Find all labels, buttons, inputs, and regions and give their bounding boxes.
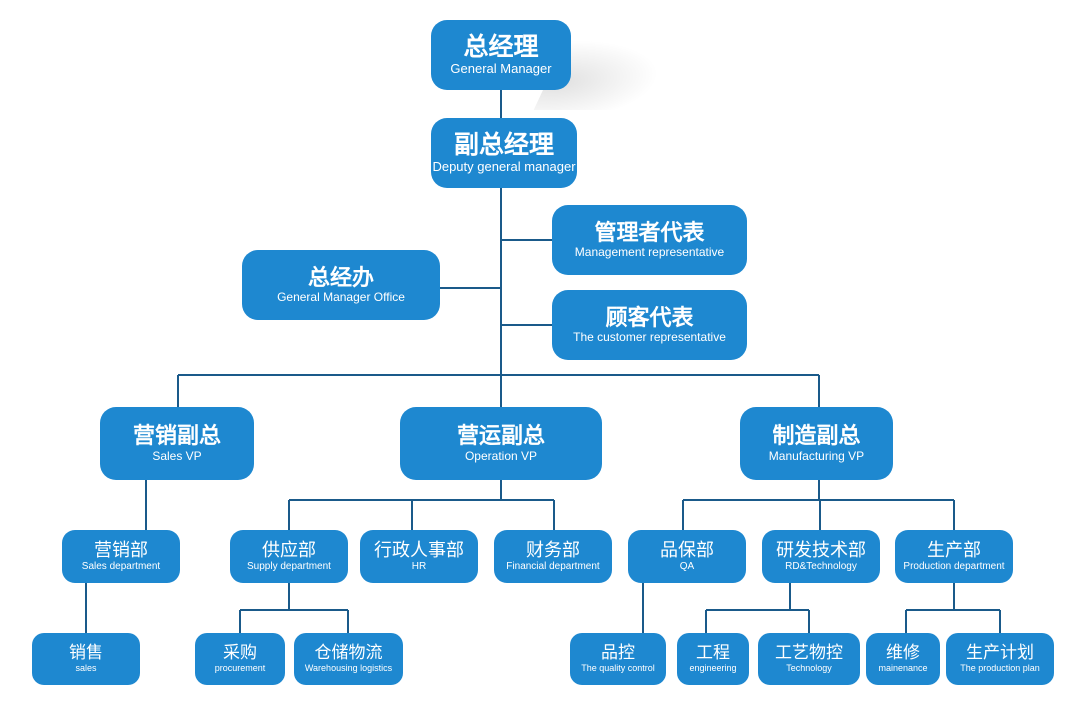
node-hr-department: 行政人事部 HR [360,530,478,583]
node-production-plan: 生产计划 The production plan [946,633,1054,685]
node-title: 总经办 [307,265,374,291]
node-title: 工程 [696,643,730,664]
node-sales-department: 营销部 Sales department [62,530,180,583]
node-title: 总经理 [463,32,539,62]
node-warehousing-logistics: 仓储物流 Warehousing logistics [294,633,403,685]
node-subtitle: Supply department [247,561,331,573]
node-subtitle: Warehousing logistics [304,662,393,673]
node-title: 工艺物控 [775,643,843,664]
node-procurement: 采购 procurement [195,633,285,685]
node-quality-control: 品控 The quality control [570,633,666,685]
node-subtitle: engineering [689,662,737,673]
node-title: 制造副总 [772,424,861,450]
node-subtitle: The quality control [581,662,655,673]
node-title: 生产部 [927,539,981,561]
node-subtitle: Operation VP [464,448,538,463]
node-title: 品控 [601,643,635,664]
node-title: 副总经理 [453,130,554,160]
node-title: 采购 [223,643,257,664]
node-title: 营销部 [94,539,148,561]
node-subtitle: QA [679,561,695,573]
node-engineering: 工程 engineering [677,633,749,685]
node-subtitle: Production department [903,561,1005,573]
node-supply-department: 供应部 Supply department [230,530,348,583]
node-subtitle: General Manager [450,61,552,77]
node-financial-department: 财务部 Financial department [494,530,612,583]
node-subtitle: Manufacturing VP [768,448,865,463]
node-title: 供应部 [262,539,316,561]
node-production-department: 生产部 Production department [895,530,1013,583]
node-title: 营运副总 [456,424,545,450]
node-rd-technology-department: 研发技术部 RD&Technology [762,530,880,583]
node-general-manager: 总经理 General Manager [431,20,571,90]
node-title: 研发技术部 [776,539,866,561]
node-subtitle: General Manager Office [277,290,405,305]
node-title: 仓储物流 [314,643,383,664]
node-title: 管理者代表 [594,220,705,246]
node-technology: 工艺物控 Technology [758,633,860,685]
node-subtitle: The production plan [960,662,1040,673]
node-general-manager-office: 总经办 General Manager Office [242,250,440,320]
node-subtitle: HR [411,561,427,573]
node-subtitle: The customer representative [573,330,726,345]
node-management-representative: 管理者代表 Management representative [552,205,747,275]
node-title: 销售 [69,643,103,664]
node-maintenance: 维修 mainenance [866,633,940,685]
node-subtitle: RD&Technology [785,561,857,573]
node-subtitle: mainenance [878,662,928,673]
node-deputy-general-manager: 副总经理 Deputy general manager [431,118,577,188]
node-customer-representative: 顾客代表 The customer representative [552,290,747,360]
node-subtitle: Technology [786,662,832,673]
node-subtitle: Sales department [81,561,161,573]
node-subtitle: procurement [214,662,266,673]
node-title: 维修 [886,643,920,664]
node-operation-vp: 营运副总 Operation VP [400,407,602,480]
node-sales-vp: 营销副总 Sales VP [100,407,254,480]
node-title: 顾客代表 [605,305,694,331]
node-title: 营销副总 [132,424,221,450]
node-subtitle: sales [75,662,97,673]
node-title: 财务部 [526,539,580,561]
node-subtitle: Sales VP [152,448,202,463]
node-sales: 销售 sales [32,633,140,685]
node-subtitle: Deputy general manager [432,159,576,175]
node-title: 生产计划 [966,643,1034,664]
node-qa-department: 品保部 QA [628,530,746,583]
node-title: 行政人事部 [374,539,464,561]
node-subtitle: Management representative [574,245,725,260]
node-subtitle: Financial department [506,561,600,573]
node-manufacturing-vp: 制造副总 Manufacturing VP [740,407,893,480]
node-title: 品保部 [660,539,714,561]
